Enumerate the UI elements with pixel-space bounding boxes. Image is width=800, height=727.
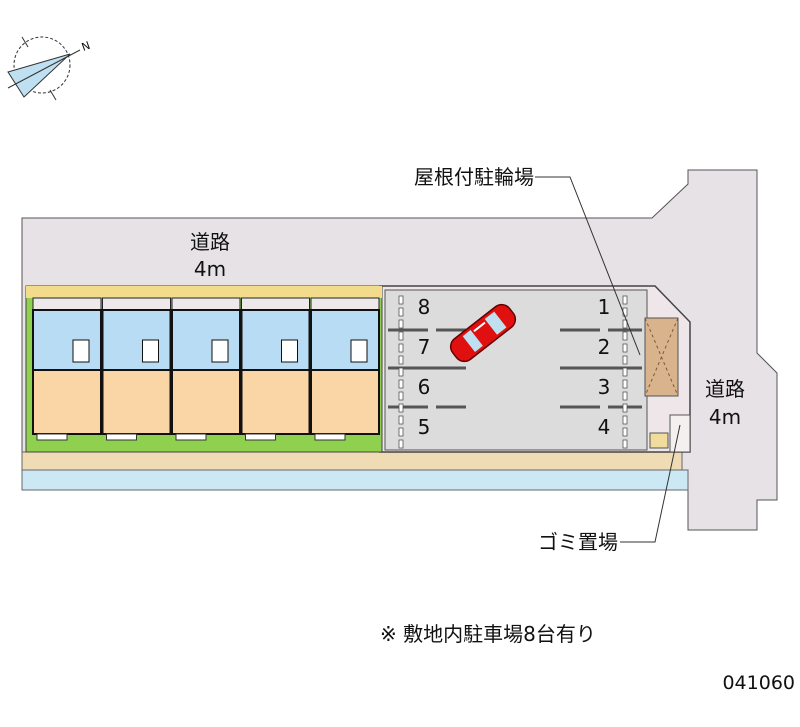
parking-space-3: 3 [598,375,611,399]
bike-callout-line [535,176,641,356]
parking-space-4: 4 [598,415,611,439]
garbage-label: ゴミ置場 [538,530,618,554]
apartment-unit [32,297,102,441]
sidewalk [21,451,683,471]
waterway [21,469,689,491]
parking-space-2: 2 [598,335,611,359]
top-road-width: 4m [194,257,226,281]
bike-parking-label: 屋根付駐輪場 [414,165,534,189]
parking-space-7: 7 [418,335,431,359]
parking-lines [388,295,642,449]
planter [649,432,669,449]
compass-icon: N [7,36,92,101]
bike-shelter-mark [644,317,679,397]
parking-space-5: 5 [418,415,431,439]
apartment-unit [171,297,241,441]
apartment-building [25,285,383,453]
north-label: N [80,39,92,54]
parking-space-1: 1 [598,295,611,319]
apartment-unit [101,297,172,441]
right-road-name: 道路 [705,377,745,401]
top-road-name: 道路 [190,230,230,254]
footnote: ※ 敷地内駐車場8台有り [380,622,596,646]
car-icon [449,303,517,363]
garbage-area [669,414,691,453]
apartment-unit [240,297,311,441]
parking-space-6: 6 [418,375,431,399]
parking-area [384,289,648,451]
garbage-callout-line [620,424,681,543]
apartment-unit [310,297,380,441]
right-road-width: 4m [709,405,741,429]
property-code: 041060 [722,672,795,694]
parking-space-8: 8 [418,295,431,319]
